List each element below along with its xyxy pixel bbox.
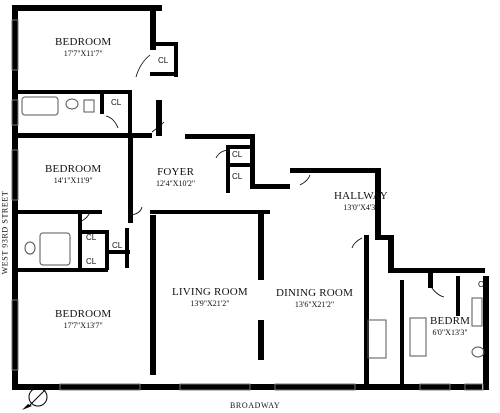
room-dims: 13'0"X4'3"	[343, 202, 379, 212]
closet-label: CL	[112, 241, 123, 250]
closet-label: CL	[86, 233, 97, 242]
room-name: BEDRM	[430, 315, 471, 327]
room-dims: 14'1"X11'9"	[53, 175, 93, 185]
room-name: BEDROOM	[55, 36, 112, 48]
windows	[11, 19, 484, 391]
room-dims: 17'7"X13'7"	[63, 320, 103, 330]
interior-walls	[12, 42, 460, 385]
closet-label: CL	[478, 280, 489, 289]
door-swings	[79, 54, 445, 298]
room-hallway: HALLWAY 13'0"X4'3"	[334, 190, 388, 212]
closet-label: CL	[158, 56, 169, 65]
room-dims: 12'4"X10'2"	[156, 178, 196, 188]
room-bedroom-top: BEDROOM 17'7"X11'7"	[55, 36, 111, 58]
closet-label: CL	[232, 172, 243, 181]
room-living-room: LIVING ROOM 13'9"X21'2"	[172, 286, 248, 308]
room-name: LIVING ROOM	[172, 286, 248, 298]
room-dims: 13'9"X21'2"	[190, 298, 230, 308]
room-bedrm-small: BEDRM 6'0"X13'3"	[430, 315, 470, 337]
street-label-south: BROADWAY	[230, 401, 281, 410]
room-dims: 17'7"X11'7"	[63, 48, 103, 58]
room-name: BEDROOM	[55, 308, 112, 320]
room-name: HALLWAY	[334, 190, 388, 202]
exterior-walls	[12, 5, 489, 390]
closet-label: CL	[86, 257, 97, 266]
room-name: FOYER	[157, 166, 195, 178]
room-bedroom-mid: BEDROOM 14'1"X11'9"	[45, 163, 101, 185]
street-label-west: WEST 93RD STREET	[0, 190, 10, 275]
room-dims: 6'0"X13'3"	[432, 327, 468, 337]
fixtures	[21, 96, 485, 359]
room-name: DINING ROOM	[276, 287, 354, 299]
closet-label: CL	[111, 98, 122, 107]
room-foyer: FOYER 12'4"X10'2"	[156, 166, 195, 188]
room-name: BEDROOM	[45, 163, 102, 175]
closet-label: CL	[232, 150, 243, 159]
room-bedroom-bottom: BEDROOM 17'7"X13'7"	[55, 308, 111, 330]
compass	[22, 387, 48, 410]
room-dims: 13'6"X21'2"	[294, 299, 335, 309]
room-dining-room: DINING ROOM 13'6"X21'2"	[276, 287, 353, 309]
